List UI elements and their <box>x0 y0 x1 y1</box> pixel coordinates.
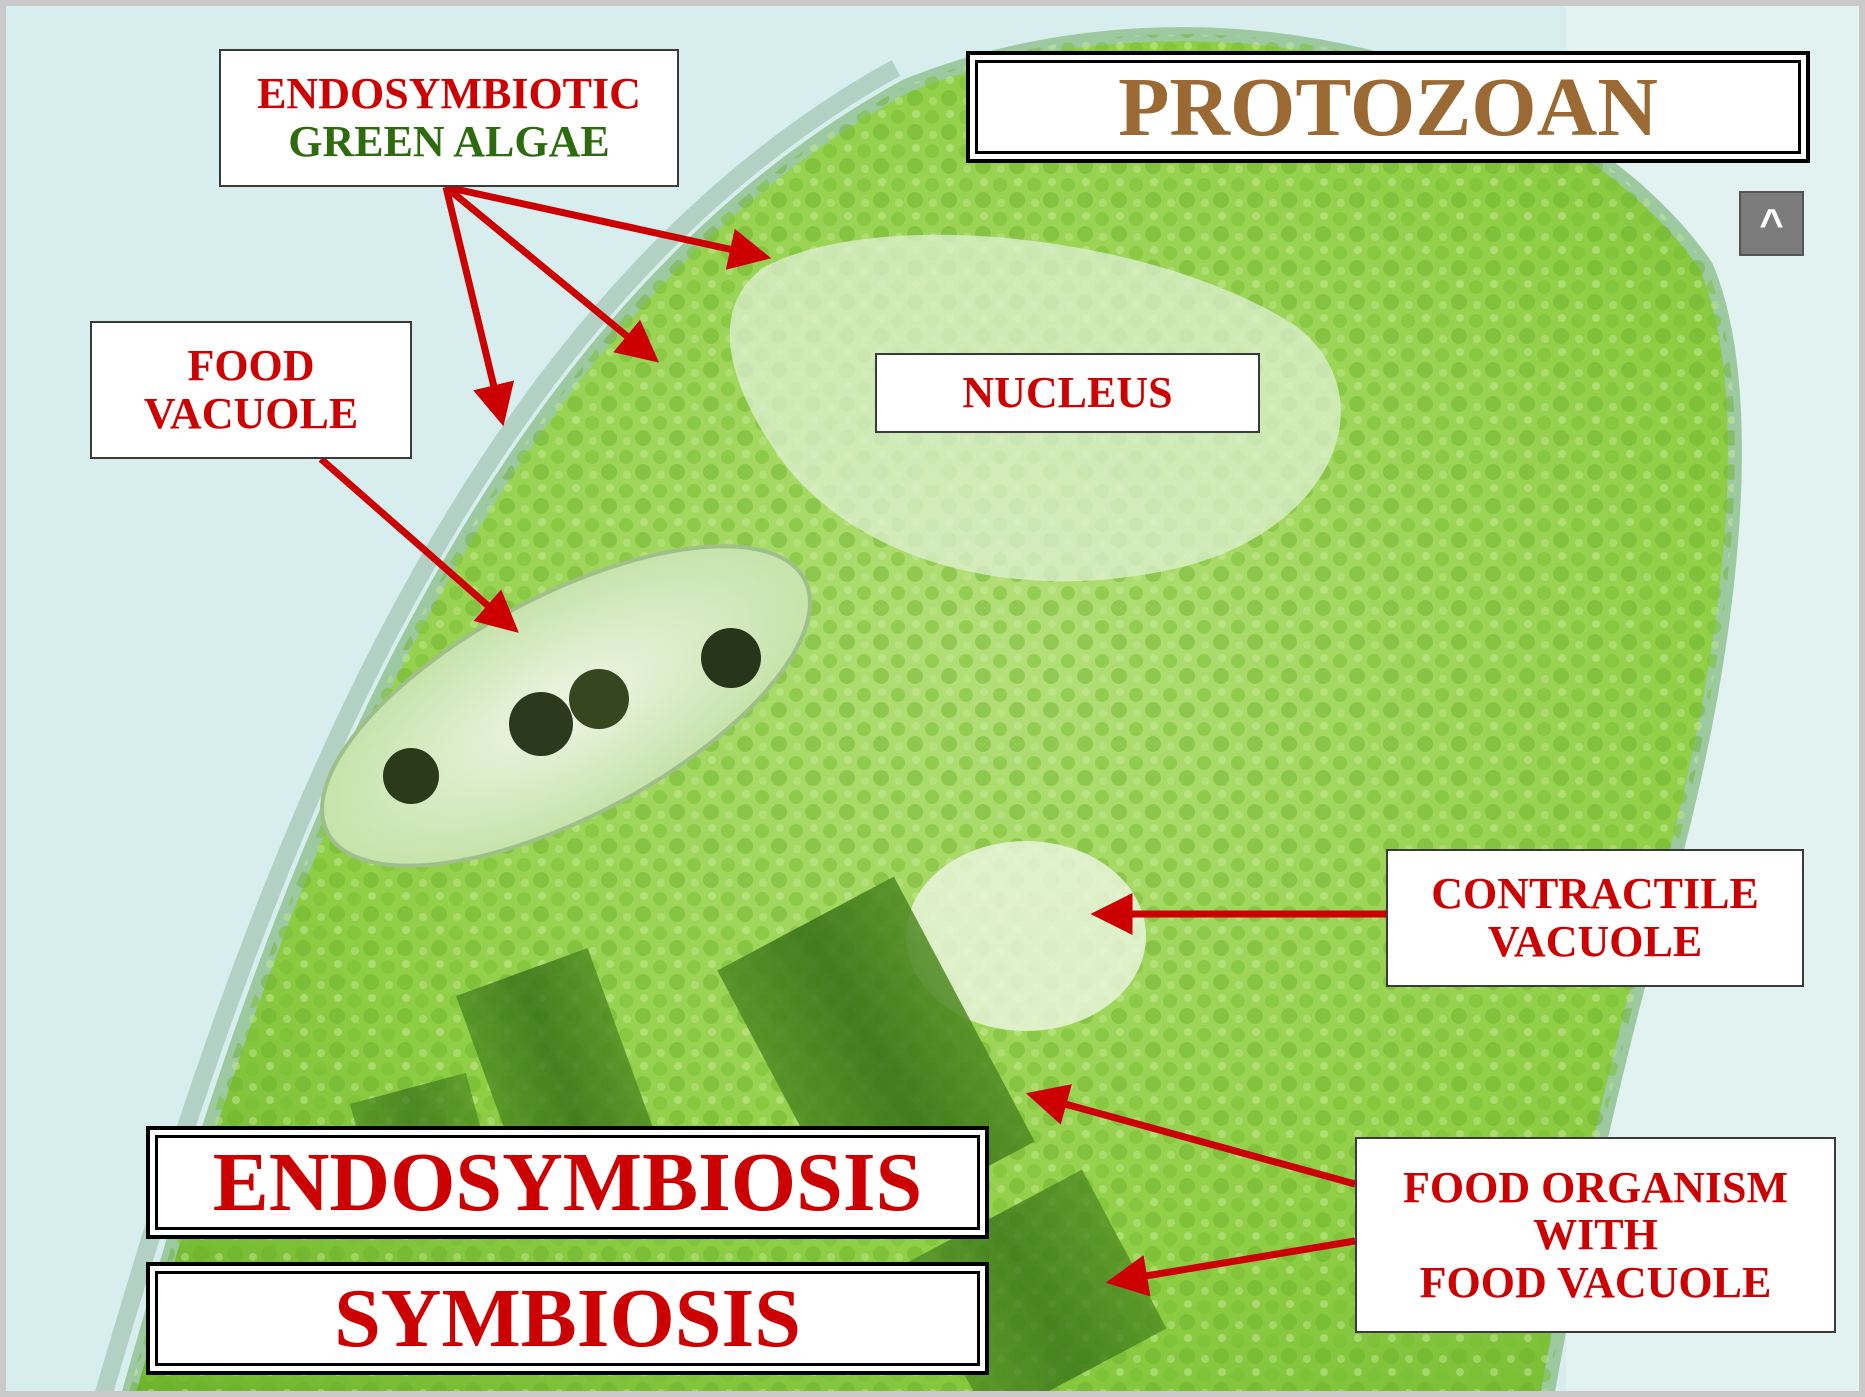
label-nucleus: NUCLEUS <box>875 353 1260 433</box>
label-food-organism: FOOD ORGANISM WITH FOOD VACUOLE <box>1355 1137 1836 1333</box>
label-line: CONTRACTILE <box>1431 870 1759 918</box>
banner-endosymbiosis: ENDOSYMBIOSIS <box>146 1126 989 1239</box>
label-line: FOOD <box>187 342 314 390</box>
label-line: VACUOLE <box>1488 918 1702 966</box>
page-title: PROTOZOAN <box>966 51 1810 163</box>
caret-up-icon: ^ <box>1759 200 1784 248</box>
banner-text: SYMBIOSIS <box>334 1270 801 1367</box>
label-endosymbiotic-green-algae: ENDOSYMBIOTIC GREEN ALGAE <box>219 49 679 187</box>
label-line: NUCLEUS <box>962 369 1172 417</box>
scroll-up-button[interactable]: ^ <box>1739 191 1804 256</box>
label-line: WITH <box>1533 1211 1658 1259</box>
label-line: FOOD VACUOLE <box>1420 1259 1772 1307</box>
banner-text: ENDOSYMBIOSIS <box>213 1134 923 1231</box>
label-line: FOOD ORGANISM <box>1403 1164 1788 1212</box>
banner-symbiosis: SYMBIOSIS <box>146 1262 989 1375</box>
label-food-vacuole: FOOD VACUOLE <box>90 321 412 459</box>
label-line: ENDOSYMBIOTIC <box>257 70 641 118</box>
page-title-text: PROTOZOAN <box>1118 59 1658 156</box>
label-line: GREEN ALGAE <box>288 118 610 166</box>
label-contractile-vacuole: CONTRACTILE VACUOLE <box>1386 849 1804 987</box>
label-line: VACUOLE <box>144 390 358 438</box>
